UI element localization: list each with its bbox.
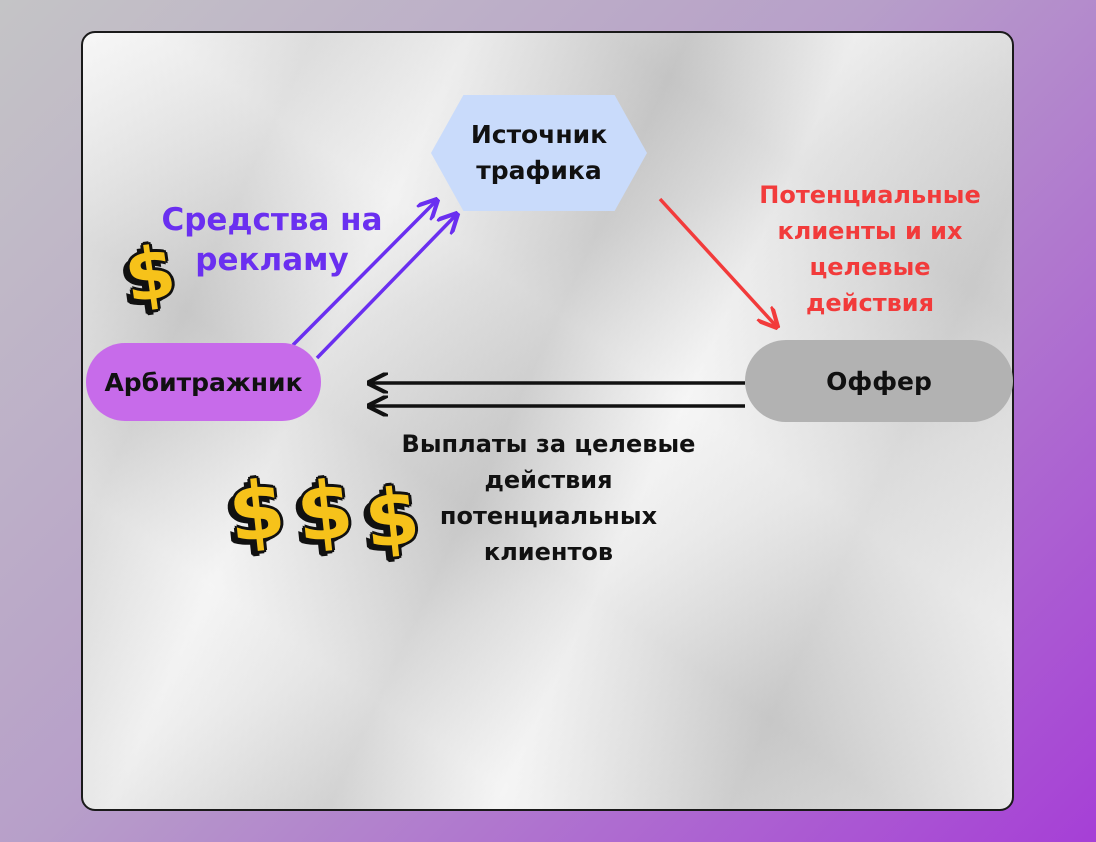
dollar-sign-icon: $ [360,471,424,567]
dollar-sign-icon: $ [224,462,290,561]
offer-label: Оффер [826,366,932,396]
funds-arrow-2 [315,214,457,360]
arbitrager-label: Арбитражник [104,367,303,397]
traffic-source-node: Источник трафика [431,95,647,211]
arrows-layer [291,33,1014,811]
funds-arrow-1 [291,200,437,347]
leads-arrow [658,197,777,327]
offer-node: Оффер [745,340,1013,422]
arbitrager-node: Арбитражник [86,343,321,421]
ad-funds-label: Средства на рекламу [161,202,383,279]
traffic-source-label: Источник трафика [470,119,608,185]
potential-clients-label: Потенциальные клиенты и их целевые дейст… [759,181,981,317]
dollar-sign-icon: $ [119,228,181,320]
dollar-sign-icon: $ [292,462,358,561]
payouts-label: Выплаты за целевые действия потенциальны… [401,430,696,566]
